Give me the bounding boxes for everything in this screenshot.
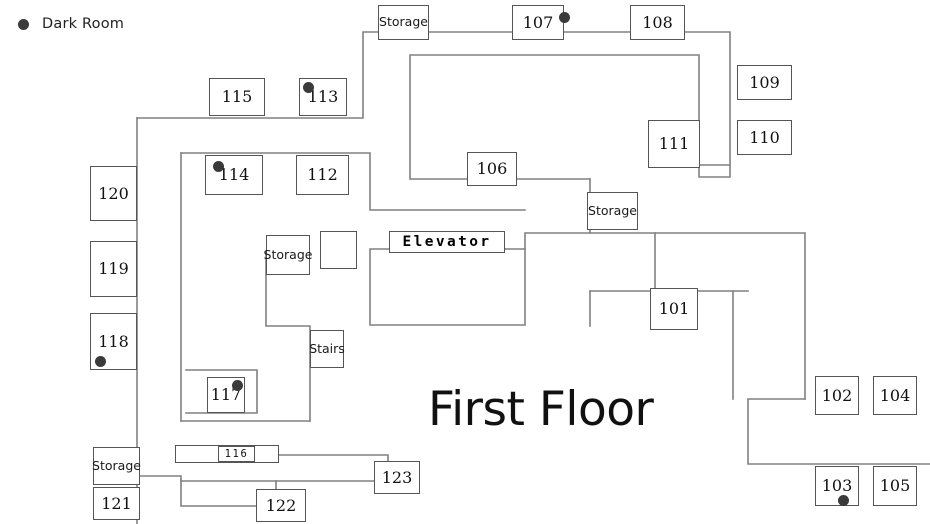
room-label-105[interactable]: 105 xyxy=(873,466,917,506)
room-label-text: 114 xyxy=(218,165,250,184)
room-label-storage-bot[interactable]: Storage xyxy=(92,447,141,485)
room-label-119[interactable]: 119 xyxy=(90,241,137,297)
room-label-text: 105 xyxy=(879,476,911,495)
room-label-111[interactable]: 111 xyxy=(648,120,700,168)
room-label-110[interactable]: 110 xyxy=(737,120,792,155)
room-label-109[interactable]: 109 xyxy=(737,65,792,100)
dark-room-dot-icon xyxy=(232,380,243,391)
room-label-storage-left[interactable]: Storage xyxy=(263,235,313,275)
room-label-112[interactable]: 112 xyxy=(296,155,349,195)
page-title: First Floor xyxy=(428,382,654,437)
room-label-104[interactable]: 104 xyxy=(873,376,917,415)
room-label-text: Storage xyxy=(379,14,428,30)
dark-room-dot-icon xyxy=(838,495,849,506)
room-label-stairs[interactable]: Stairs xyxy=(309,330,345,368)
dark-room-dot-icon xyxy=(18,18,29,30)
room-label-text: 116 xyxy=(224,447,249,460)
room-label-text: 115 xyxy=(221,87,253,106)
room-label-107[interactable]: 107 xyxy=(512,5,570,40)
room-label-text: 123 xyxy=(381,467,413,487)
room-label-106[interactable]: 106 xyxy=(467,152,517,186)
room-label-123[interactable]: 123 xyxy=(374,461,420,494)
room-label-text: Storage xyxy=(92,457,141,473)
dark-room-dot-icon xyxy=(95,356,106,367)
room-label-text: 111 xyxy=(658,134,690,153)
room-label-text: Stairs xyxy=(309,340,345,356)
dark-room-dot-icon xyxy=(213,161,224,172)
room-label-text: 110 xyxy=(749,127,780,147)
room-label-101[interactable]: 101 xyxy=(650,288,698,330)
room-label-102[interactable]: 102 xyxy=(815,376,859,415)
room-label-108[interactable]: 108 xyxy=(630,5,685,40)
room-label-storage-mid[interactable]: Storage xyxy=(587,192,638,230)
room-label-text: 112 xyxy=(307,165,338,184)
dark-room-dot-icon xyxy=(559,12,570,23)
room-label-elevator[interactable]: Elevator xyxy=(389,231,505,253)
room-label-text: 103 xyxy=(821,476,853,495)
room-label-text: 101 xyxy=(658,299,690,318)
room-label-115[interactable]: 115 xyxy=(209,78,265,116)
room-label-text: 117 xyxy=(210,385,242,404)
room-label-text: 102 xyxy=(821,385,853,405)
room-label-103[interactable]: 103 xyxy=(815,466,859,506)
room-label-text: 108 xyxy=(642,12,673,32)
room-label-text: Storage xyxy=(588,202,637,218)
room-label-text: 118 xyxy=(98,331,129,351)
room-label-text: 113 xyxy=(307,87,339,106)
room-label-blank-room[interactable] xyxy=(320,231,357,269)
room-label-text: 109 xyxy=(749,72,780,92)
room-label-text: 121 xyxy=(101,493,132,513)
legend-label: Dark Room xyxy=(42,16,125,32)
room-label-text: 106 xyxy=(476,159,508,178)
room-label-text: 122 xyxy=(265,495,297,515)
room-label-118[interactable]: 118 xyxy=(90,313,137,370)
room-label-text: 104 xyxy=(879,385,911,405)
room-label-113[interactable]: 113 xyxy=(299,78,347,116)
room-label-text: Elevator xyxy=(402,233,492,250)
room-label-114[interactable]: 114 xyxy=(205,155,263,195)
room-label-116[interactable]: 116 xyxy=(218,446,255,462)
room-label-text: Storage xyxy=(263,246,313,262)
room-label-text: 107 xyxy=(522,12,554,32)
room-label-storage-top[interactable]: Storage xyxy=(378,5,429,40)
room-label-121[interactable]: 121 xyxy=(93,487,140,520)
room-label-117[interactable]: 117 xyxy=(207,377,245,413)
room-label-text: 119 xyxy=(98,259,129,278)
legend: Dark Room xyxy=(18,16,124,32)
room-label-120[interactable]: 120 xyxy=(90,166,137,221)
room-label-text: 120 xyxy=(98,183,129,203)
room-label-122[interactable]: 122 xyxy=(256,489,306,522)
dark-room-dot-icon xyxy=(303,82,314,93)
